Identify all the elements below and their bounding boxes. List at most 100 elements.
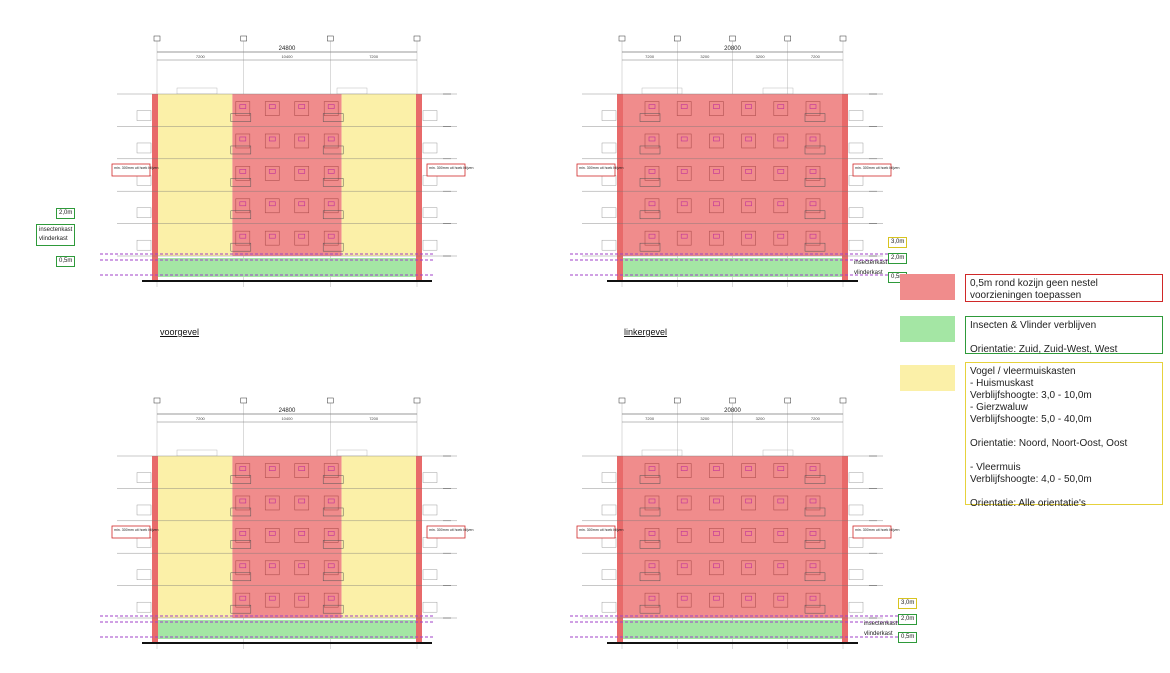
window-frame [709, 528, 724, 543]
corner-note-left: min. 300mm uit hoek blijven [576, 525, 624, 539]
window-frame [773, 560, 789, 576]
window-frame [709, 560, 724, 576]
window-frame [741, 230, 756, 246]
balcony [230, 113, 252, 122]
window-mark [648, 595, 656, 601]
window-mark [777, 169, 785, 174]
railing-left [136, 142, 152, 154]
window-frame [323, 592, 339, 608]
window-frame [741, 560, 756, 576]
window-mark [648, 531, 656, 536]
window-frame [323, 230, 339, 246]
window-mark [239, 169, 247, 174]
window-frame [264, 230, 280, 246]
legend-swatch-yellow [900, 365, 955, 391]
window-mark [268, 466, 276, 471]
window-mark [327, 169, 335, 174]
zone-green-plinth [157, 620, 417, 639]
window-mark [809, 233, 817, 239]
legend-yellow-spacer-2 [970, 450, 1158, 462]
zone-red-center [232, 456, 342, 618]
window-frame [773, 592, 789, 608]
balcony [804, 242, 826, 252]
balcony [804, 507, 826, 517]
window-frame [294, 198, 310, 214]
window-mark [680, 531, 688, 536]
railing-left [601, 601, 617, 613]
window-frame [805, 166, 821, 181]
railing-right [848, 110, 864, 121]
balcony [639, 145, 661, 155]
window-frame [676, 495, 692, 511]
balcony [639, 113, 661, 122]
window-mark [239, 466, 247, 471]
window-frame [709, 198, 724, 214]
window-frame [644, 166, 660, 181]
balcony [230, 540, 252, 549]
balcony [322, 507, 344, 517]
window-frame [294, 101, 310, 116]
railing-left [601, 207, 617, 218]
corner-note-left: min. 300mm uit hoek blijven [111, 163, 159, 177]
grid-axis-marker [729, 35, 736, 42]
window-frame [676, 592, 692, 608]
tag-insect-text: insectenkast [39, 227, 73, 233]
window-mark [777, 531, 785, 536]
window-frame [644, 133, 660, 149]
window-frame [709, 592, 724, 608]
grid-axis-marker [413, 35, 421, 42]
railing-right [422, 569, 438, 580]
zone-yellow-left [157, 94, 233, 256]
window-mark [745, 233, 752, 239]
window-mark [745, 104, 752, 109]
window-mark [239, 201, 247, 207]
window-frame [264, 198, 280, 214]
railing-right [848, 504, 864, 516]
balcony [230, 507, 252, 517]
corner-note-left: min. 300mm uit hoek blijven [111, 525, 159, 539]
window-mark [745, 136, 752, 142]
window-frame [805, 495, 821, 511]
grid-axis-marker [153, 397, 161, 404]
railing-right [422, 142, 438, 154]
grid-axis-marker [240, 35, 247, 42]
window-frame [235, 560, 251, 576]
dimension-sub-label: 10400 [281, 54, 293, 59]
window-mark [239, 233, 247, 239]
railing-right [848, 142, 864, 154]
window-frame [644, 592, 660, 608]
window-mark [298, 466, 306, 471]
window-frame [323, 463, 339, 478]
window-frame [741, 463, 756, 478]
window-frame [805, 463, 821, 478]
grid-axis-marker [784, 397, 791, 404]
window-frame [741, 166, 756, 181]
grid-axis-marker [784, 35, 791, 42]
legend-yellow-line-7: Orientatie: Noord, Noort-Oost, Oost [970, 438, 1128, 449]
dimension-sub-label: 7200 [369, 416, 379, 421]
railing-left [136, 239, 152, 251]
balcony [804, 572, 826, 582]
window-frame [805, 592, 821, 608]
dimension-sub-label: 3200 [756, 416, 766, 421]
balcony [230, 572, 252, 582]
window-frame [805, 133, 821, 149]
window-frame [264, 560, 280, 576]
balcony [322, 145, 344, 155]
window-mark [680, 136, 688, 142]
legend-green-line-1: Insecten & Vlinder verblijven [970, 320, 1097, 331]
corner-note-left: min. 300mm uit hoek blijven [576, 163, 624, 177]
window-frame [741, 198, 756, 214]
window-frame [323, 198, 339, 214]
window-frame [235, 230, 251, 246]
window-mark [809, 466, 817, 471]
window-mark [745, 563, 752, 569]
tag-3m-rechter: 3,0m [898, 598, 918, 609]
corner-note-text: min. 300mm uit hoek blijven [429, 528, 474, 532]
corner-column-right [842, 94, 848, 281]
window-frame [294, 528, 310, 543]
balcony [230, 178, 252, 187]
window-frame [644, 463, 660, 478]
roof-element [176, 87, 218, 95]
